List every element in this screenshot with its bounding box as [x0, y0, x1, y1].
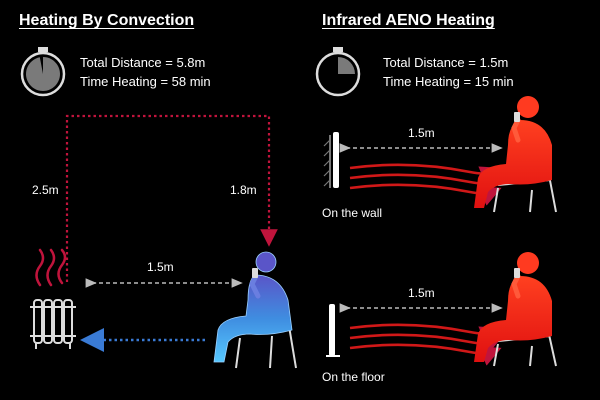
cold-person-icon: [213, 251, 297, 369]
infrared-waves-floor: [349, 323, 502, 366]
caption-floor: On the floor: [322, 370, 385, 384]
warm-person-icon-wall: [474, 96, 557, 213]
timer-fill-convection: [25, 57, 60, 91]
convection-path: [65, 114, 278, 282]
infrared-title: Infrared AENO Heating: [322, 12, 495, 29]
vertical-distance-right: 1.8m: [230, 183, 257, 197]
stopwatch-icon-infrared: [315, 47, 361, 97]
stopwatch-icon-convection: [20, 47, 66, 97]
infrared-waves-wall: [349, 163, 502, 206]
distance-label-wall: 1.5m: [408, 126, 435, 140]
wall-panel-icon: [323, 132, 339, 188]
infrared-time-heating: Time Heating = 15 min: [383, 74, 514, 89]
timer-fill-infrared: [338, 57, 355, 74]
warm-person-icon-floor: [474, 252, 557, 367]
floor-panel-icon: [326, 304, 340, 357]
radiator-icon: [30, 299, 76, 349]
infrared-total-distance: Total Distance = 1.5m: [383, 55, 509, 70]
vertical-distance-left: 2.5m: [32, 183, 59, 197]
convection-time-heating: Time Heating = 58 min: [80, 74, 211, 89]
distance-label-floor: 1.5m: [408, 286, 435, 300]
caption-wall: On the wall: [322, 206, 383, 220]
horizontal-distance-convection: 1.5m: [147, 260, 174, 274]
convection-title: Heating By Convection: [19, 12, 195, 29]
convection-total-distance: Total Distance = 5.8m: [80, 55, 206, 70]
heat-waves-icon: [35, 248, 67, 287]
